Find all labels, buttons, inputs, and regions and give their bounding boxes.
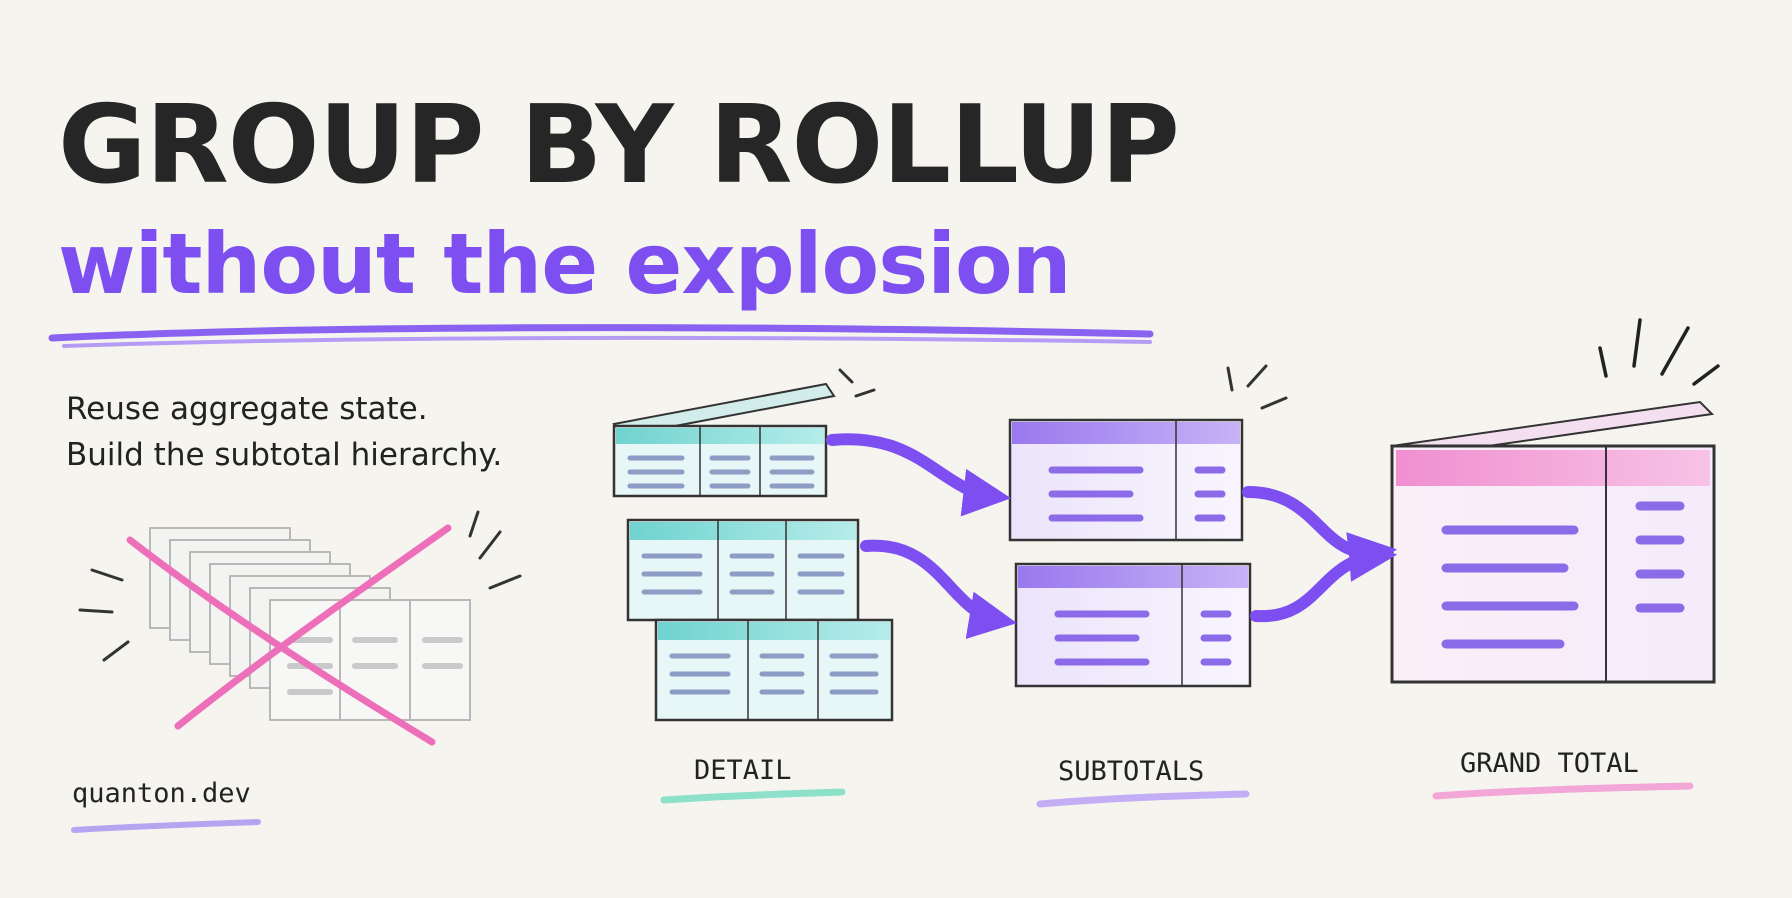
subtotal-table-2 — [1014, 562, 1252, 688]
site-underline — [71, 819, 261, 833]
detail-table-3 — [654, 618, 894, 722]
detail-label: DETAIL — [694, 755, 792, 786]
grand-total-underline — [1432, 782, 1694, 800]
tagline: Reuse aggregate state. Build the subtota… — [66, 386, 502, 478]
site-link[interactable]: quanton.dev — [72, 778, 251, 809]
detail-underline — [660, 788, 846, 804]
rollup-flow-arrows — [826, 433, 1398, 639]
page-title: GROUP BY ROLLUP — [58, 83, 1180, 208]
subtotal-table-1 — [1008, 418, 1244, 542]
detail-table-1 — [612, 382, 836, 498]
page-subtitle: without the explosion — [58, 215, 1072, 313]
subtitle-underline — [48, 324, 1154, 348]
subtotals-label: SUBTOTALS — [1058, 756, 1205, 787]
tagline-line-2: Build the subtotal hierarchy. — [66, 437, 503, 473]
burst-lines-subtotals — [1226, 364, 1288, 410]
cross-out-mark — [126, 524, 452, 746]
burst-lines-detail — [838, 368, 876, 398]
detail-table-2 — [626, 518, 860, 622]
subtotals-underline — [1036, 790, 1250, 808]
burst-lines-left — [78, 510, 522, 662]
grand-total-table — [1389, 400, 1716, 684]
burst-lines-grand-total — [1598, 318, 1720, 386]
grand-total-label: GRAND TOTAL — [1460, 748, 1639, 779]
tagline-line-1: Reuse aggregate state. — [66, 391, 428, 427]
